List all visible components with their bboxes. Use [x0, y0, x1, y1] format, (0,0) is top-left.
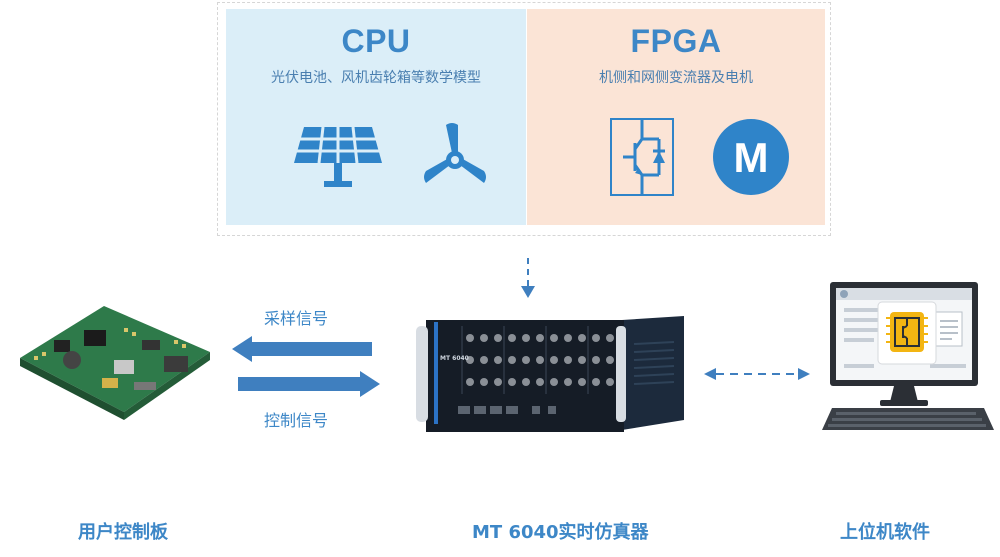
- motor-icon: M: [713, 119, 789, 195]
- simulator-label: MT 6040实时仿真器: [472, 522, 649, 543]
- cpu-subtitle: 光伏电池、风机齿轮箱等数学模型: [271, 70, 481, 86]
- host-pc-image: [822, 282, 994, 430]
- controller-board-image: [20, 306, 210, 420]
- processing-frame: [217, 2, 831, 236]
- fpga-title: FPGA: [630, 23, 722, 59]
- wind-turbine-icon: [424, 123, 486, 183]
- igbt-switch-icon: [610, 118, 674, 196]
- fpga-subtitle: 机侧和网侧变流器及电机: [599, 70, 753, 86]
- sampling-signal-label: 采样信号: [264, 309, 329, 328]
- solar-panel-icon: [294, 126, 382, 187]
- controller-board-label: 用户控制板: [78, 522, 168, 543]
- motor-letter: M: [734, 134, 769, 181]
- fpga-panel: FPGA 机侧和网侧变流器及电机 M: [527, 9, 825, 225]
- simulator-front-text: MT 6040: [440, 355, 469, 362]
- sampling-signal-arrow: [232, 336, 372, 362]
- control-signal-label: 控制信号: [264, 411, 329, 430]
- simulator-chassis-image: [416, 316, 684, 432]
- host-link-arrow: [704, 368, 810, 380]
- host-pc-label: 上位机软件: [840, 522, 930, 543]
- control-signal-arrow: [238, 371, 380, 397]
- cpu-title: CPU: [341, 23, 411, 59]
- down-link-arrow: [521, 258, 535, 298]
- cpu-panel: CPU 光伏电池、风机齿轮箱等数学模型: [226, 9, 526, 225]
